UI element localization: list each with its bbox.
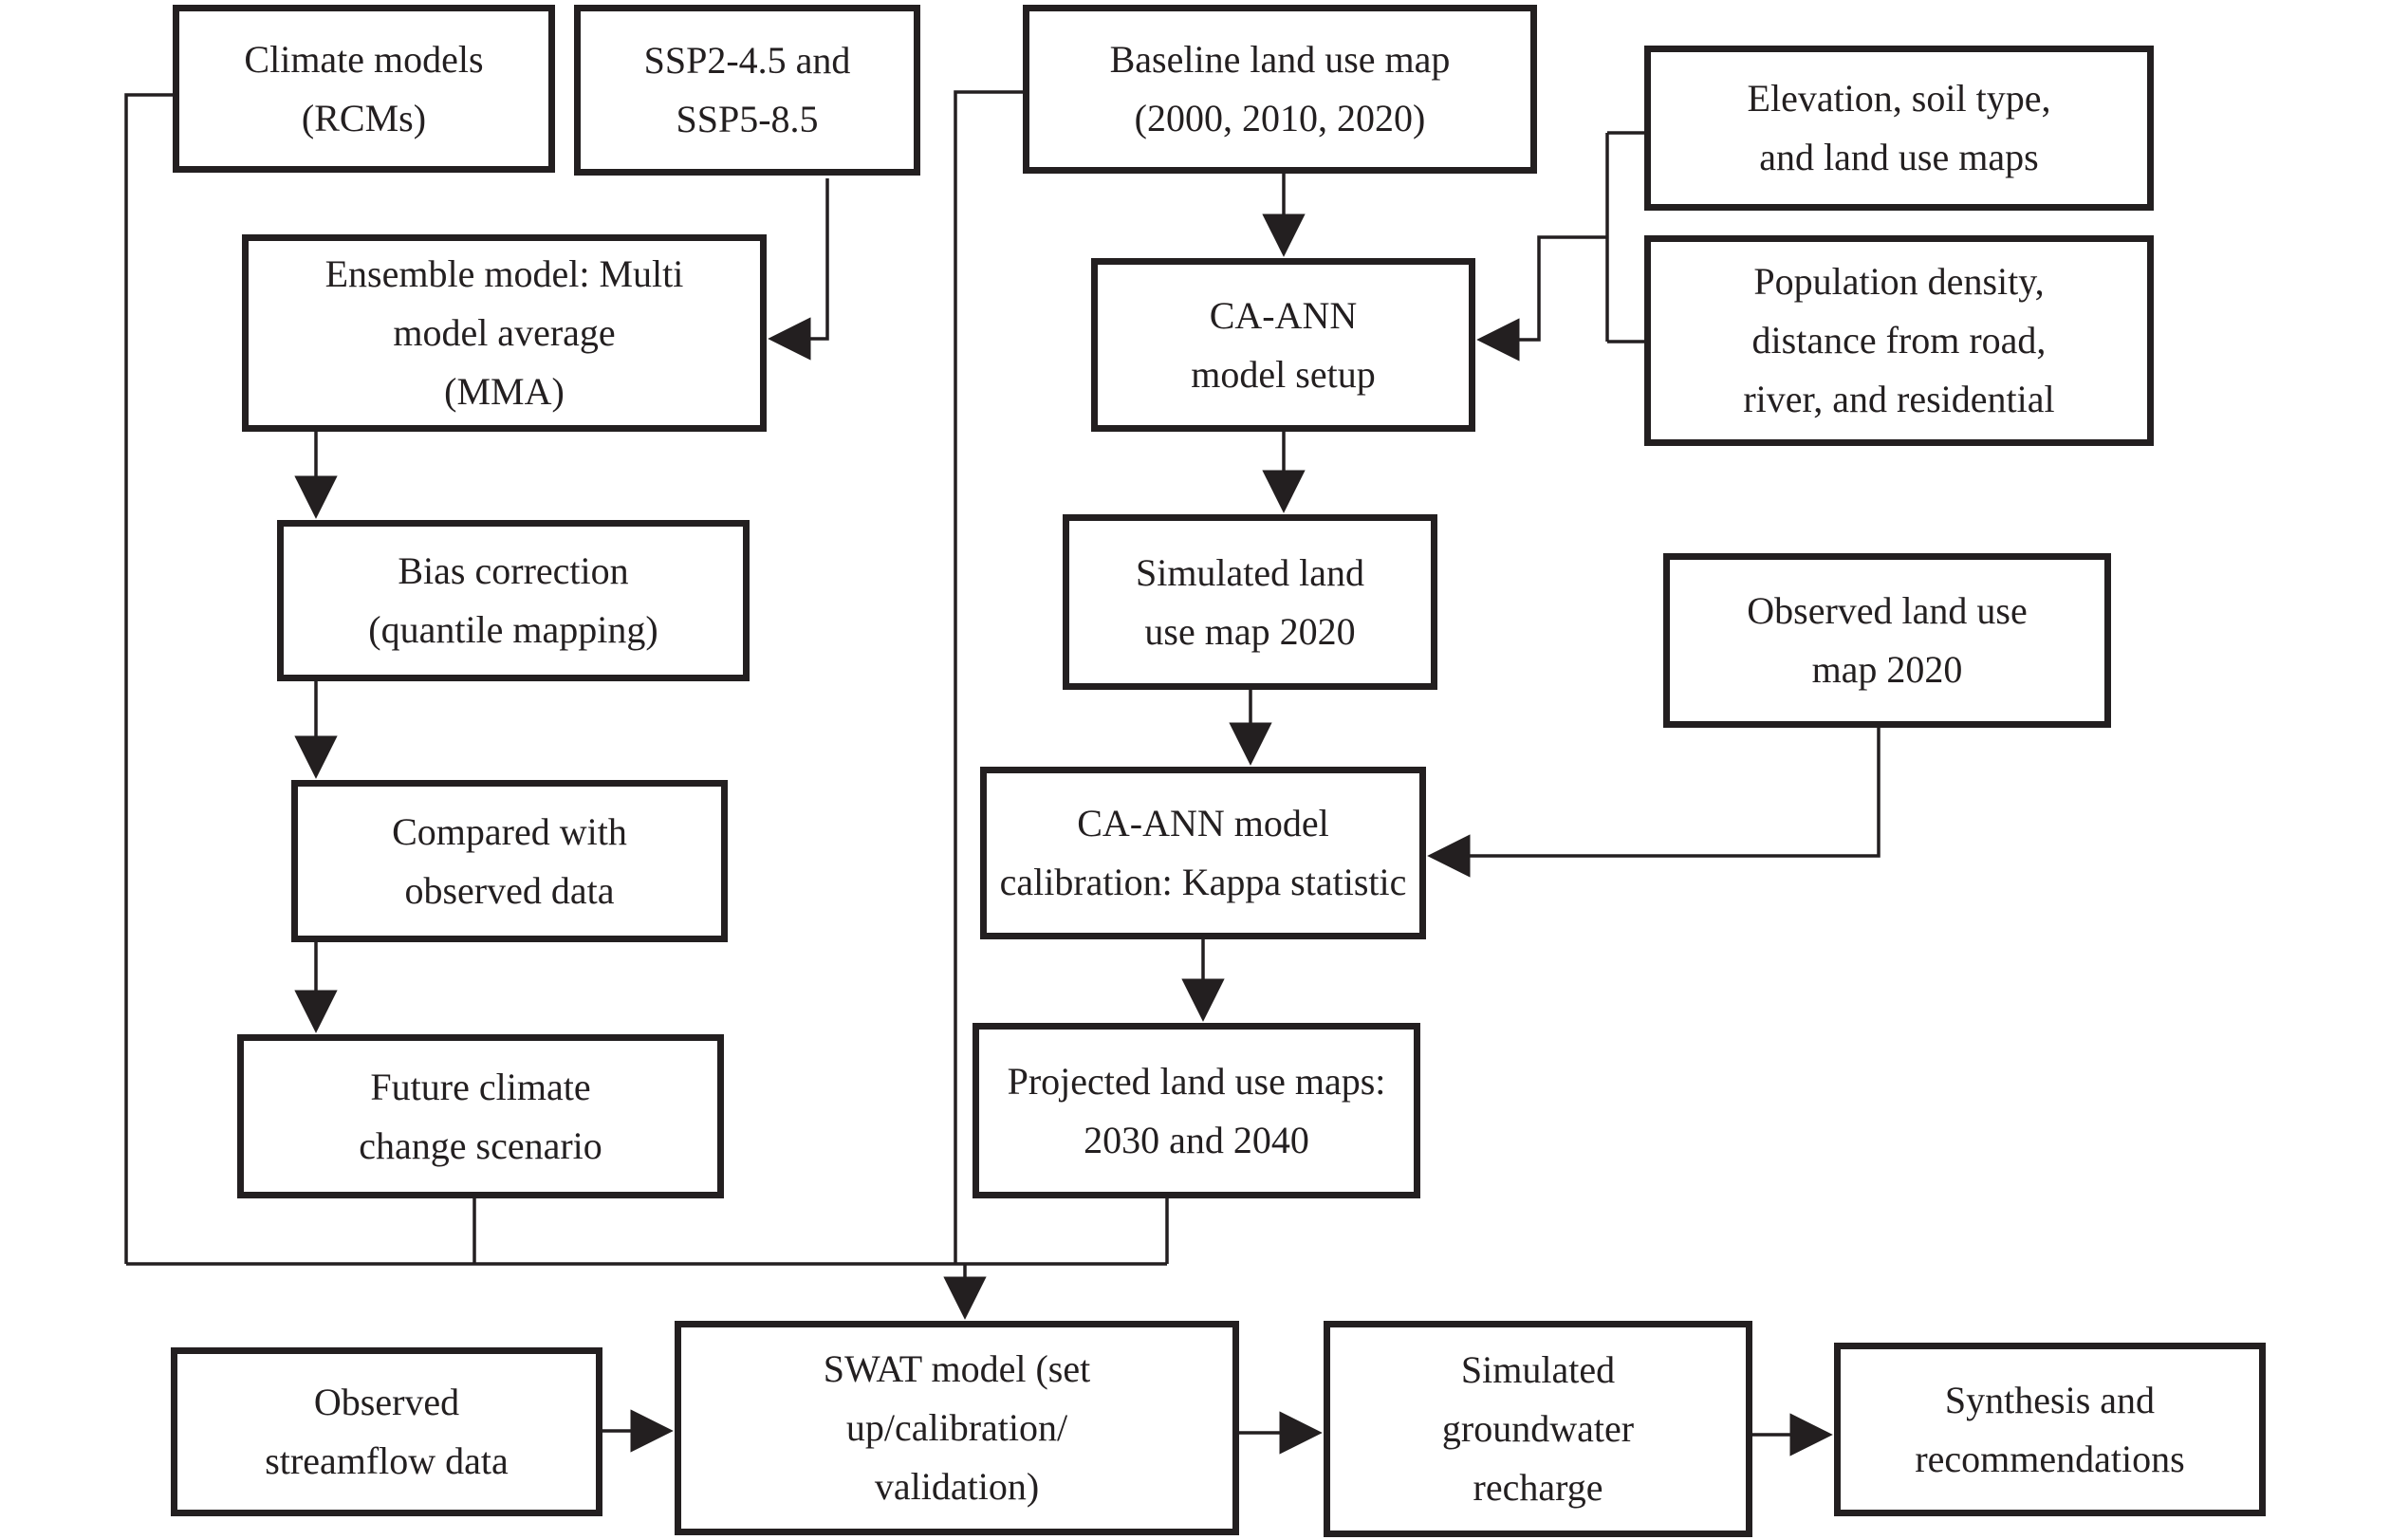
box-baseline-land-use: Baseline land use map (2000, 2010, 2020): [1023, 5, 1537, 174]
box-observed-land-use: Observed land use map 2020: [1663, 553, 2111, 728]
box-simulated-groundwater: Simulated groundwater recharge: [1324, 1321, 1752, 1537]
box-ssp-scenarios: SSP2-4.5 and SSP5-8.5: [574, 5, 920, 176]
line-baseline-feedback: [954, 90, 1023, 1264]
line-climate-feedback: [124, 93, 173, 1264]
arrow-factors-to-ca-ann-setup: [1476, 235, 1607, 362]
box-elevation-soil-landuse: Elevation, soil type, and land use maps: [1644, 46, 2154, 211]
box-climate-models: Climate models (RCMs): [173, 5, 555, 173]
box-population-density: Population density, distance from road, …: [1644, 235, 2154, 446]
box-synthesis: Synthesis and recommendations: [1834, 1343, 2266, 1516]
box-bias-correction: Bias correction (quantile mapping): [277, 520, 750, 681]
box-ensemble-model: Ensemble model: Multi model average (MMA…: [242, 234, 767, 432]
arrow-observed-landuse-to-calibration: [1427, 728, 1881, 878]
box-projected-land-use: Projected land use maps: 2030 and 2040: [973, 1023, 1420, 1198]
arrow-ssp-to-ensemble: [768, 178, 829, 361]
box-ca-ann-calibration: CA-ANN model calibration: Kappa statisti…: [980, 767, 1426, 939]
box-observed-streamflow: Observed streamflow data: [171, 1347, 602, 1516]
box-future-climate: Future climate change scenario: [237, 1034, 724, 1198]
box-compared-observed: Compared with observed data: [291, 780, 728, 942]
box-swat-model: SWAT model (set up/calibration/ validati…: [675, 1321, 1239, 1535]
box-simulated-land-use: Simulated land use map 2020: [1063, 514, 1437, 690]
box-ca-ann-setup: CA-ANN model setup: [1091, 258, 1475, 432]
